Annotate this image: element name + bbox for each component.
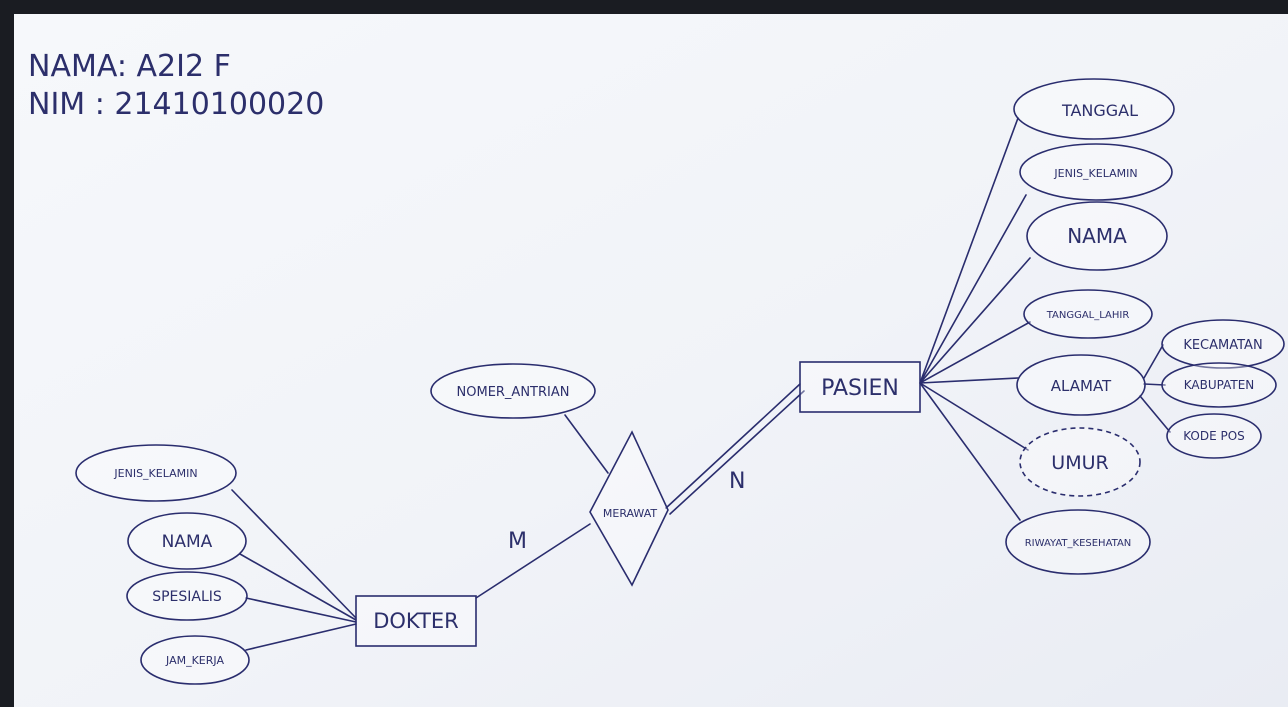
entity-dokter: DOKTER — [355, 595, 477, 647]
connection-lines — [231, 117, 1171, 651]
line-pasien-alamat — [919, 377, 1019, 384]
attr-jam-kerja: JAM_KERJA — [140, 635, 250, 685]
line-alamat-kecamatan — [1143, 344, 1164, 379]
line-alamat-kode-pos — [1139, 395, 1171, 433]
attr-nomer-antrian-label: NOMER_ANTRIAN — [457, 385, 570, 400]
attr-kecamatan-label: KECAMATAN — [1183, 338, 1262, 353]
attr-tanggal-label: TANGGAL — [1061, 101, 1138, 120]
line-nomer-merawat — [564, 414, 609, 474]
attr-jenis-kelamin-pasien: JENIS_KELAMIN — [1019, 143, 1173, 201]
header-nim: NIM : 21410100020 — [28, 87, 324, 122]
attr-jenis-kelamin-dokter: JENIS_KELAMIN — [75, 444, 237, 502]
attr-jenis-kelamin-pasien-label: JENIS_KELAMIN — [1053, 167, 1137, 180]
cardinality-m: M — [508, 529, 527, 554]
attr-jenis-kelamin-dokter-label: JENIS_KELAMIN — [113, 467, 197, 480]
line-pasien-riwayat — [919, 382, 1021, 521]
attr-jam-kerja-label: JAM_KERJA — [165, 654, 224, 667]
entity-dokter-label: DOKTER — [373, 609, 459, 633]
line-dokter-nama — [239, 553, 357, 621]
attr-spesialis: SPESIALIS — [126, 571, 248, 621]
line-dokter-jenis-kelamin — [231, 489, 357, 619]
attr-alamat-label: ALAMAT — [1051, 377, 1112, 395]
entity-pasien: PASIEN — [799, 361, 921, 413]
attr-umur-label: UMUR — [1051, 452, 1108, 474]
attr-nama-pasien: NAMA — [1026, 201, 1168, 271]
attr-kode-pos-label: KODE POS — [1183, 429, 1245, 443]
attr-nama-dokter: NAMA — [127, 512, 247, 570]
attr-tanggal-lahir-label: TANGGAL_LAHIR — [1046, 310, 1130, 321]
cardinality-n: N — [729, 469, 745, 494]
attr-tanggal: TANGGAL — [1013, 78, 1175, 140]
line-pasien-tanggal-lahir — [919, 321, 1031, 384]
attr-tanggal-lahir: TANGGAL_LAHIR — [1023, 289, 1153, 339]
line-pasien-merawat-b — [669, 390, 805, 515]
attr-nomer-antrian: NOMER_ANTRIAN — [430, 363, 596, 419]
line-pasien-umur — [919, 382, 1029, 451]
relationship-merawat-label: MERAWAT — [603, 507, 658, 520]
attr-riwayat-kesehatan: RIWAYAT_KESEHATAN — [1005, 509, 1151, 575]
paper-sheet — [14, 14, 1288, 707]
attr-riwayat-kesehatan-label: RIWAYAT_KESEHATAN — [1025, 538, 1132, 549]
attr-kabupaten-label: KABUPATEN — [1184, 378, 1255, 392]
attr-nama-dokter-label: NAMA — [162, 532, 213, 552]
relationship-merawat: MERAWAT — [589, 430, 669, 587]
entity-pasien-label: PASIEN — [821, 376, 899, 401]
line-dokter-spesialis — [245, 597, 357, 623]
line-dokter-jam-kerja — [245, 623, 357, 651]
line-merawat-dokter — [475, 523, 591, 599]
line-pasien-merawat-a — [665, 383, 801, 509]
line-pasien-tanggal — [919, 117, 1019, 384]
line-pasien-nama — [919, 257, 1031, 384]
line-pasien-jenis-kelamin — [919, 194, 1027, 384]
attr-kode-pos: KODE POS — [1166, 413, 1262, 459]
attr-spesialis-label: SPESIALIS — [152, 589, 222, 605]
attr-alamat: ALAMAT — [1016, 354, 1146, 416]
header-nama: NAMA: A2I2 F — [28, 49, 231, 84]
attr-nama-pasien-label: NAMA — [1067, 224, 1127, 248]
attr-kecamatan: KECAMATAN — [1161, 319, 1285, 369]
attr-umur-derived: UMUR — [1019, 427, 1141, 497]
attr-kabupaten: KABUPATEN — [1161, 362, 1277, 408]
